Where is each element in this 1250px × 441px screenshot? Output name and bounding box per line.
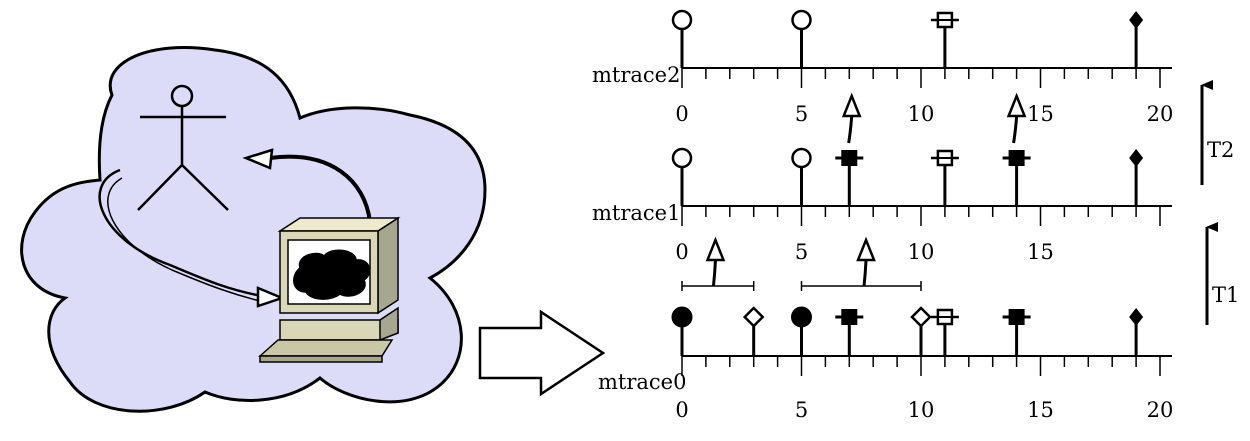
tick-label: 0 xyxy=(675,102,688,126)
stick-figure-icon xyxy=(137,84,229,211)
event-square-open-bar xyxy=(930,149,959,206)
tick-label: 5 xyxy=(795,102,808,126)
event-diamond-filled xyxy=(1129,308,1144,356)
event-diamond-open xyxy=(742,306,765,356)
transform-arrows xyxy=(705,92,1027,287)
t2-transform-arrow xyxy=(841,92,862,144)
event-circle-open xyxy=(791,147,812,206)
mtrace2-timeline: 0 5 10 15 20 mtrace2 xyxy=(592,9,1174,126)
computer-icon xyxy=(258,216,401,363)
tick-label: 15 xyxy=(1027,398,1054,422)
event-diamond-open xyxy=(910,306,932,356)
environment-cloud xyxy=(20,46,487,413)
event-square-open-bar xyxy=(930,308,959,356)
tick-label: 10 xyxy=(908,240,935,264)
selection-bracket xyxy=(681,281,755,291)
cloud-shape xyxy=(20,46,487,413)
event-diamond-filled xyxy=(1129,149,1144,206)
t2-label: T2 xyxy=(1207,138,1234,162)
event-square-open-bar xyxy=(930,11,959,68)
tick-label: 0 xyxy=(675,398,688,422)
interaction-arrows xyxy=(98,148,372,308)
mtrace0-timeline: 0 5 10 15 20 mtrace0 xyxy=(598,306,1174,422)
event-square-filled-bar xyxy=(1002,150,1031,206)
trace-label: mtrace2 xyxy=(592,63,680,87)
tick-label: 15 xyxy=(1027,240,1054,264)
tick-label: 20 xyxy=(1147,398,1174,422)
event-square-filled-bar xyxy=(835,309,864,356)
event-circle-filled xyxy=(791,306,812,356)
event-square-filled-bar xyxy=(1002,309,1031,356)
tick-label: 10 xyxy=(908,102,935,126)
tick-label: 15 xyxy=(1027,102,1054,126)
t1-selection-brackets xyxy=(681,281,922,291)
event-circle-open xyxy=(791,9,812,68)
selection-bracket xyxy=(800,281,922,291)
timeline-panel: 0 5 10 15 20 mtrace2 0 5 10 15 mtrace1 0 5 10 15 20 mtra… xyxy=(592,9,1174,422)
t1-transform-arrow xyxy=(856,236,876,287)
event-diamond-filled xyxy=(1129,11,1144,68)
t2-transform-arrow xyxy=(1006,92,1027,144)
mtrace1-timeline: 0 5 10 15 mtrace1 xyxy=(592,147,1172,264)
t1-label: T1 xyxy=(1212,283,1239,307)
tick-label: 10 xyxy=(908,398,935,422)
event-square-filled-bar xyxy=(835,150,864,206)
tick-label: 5 xyxy=(795,240,808,264)
trace-label: mtrace1 xyxy=(592,201,680,225)
event-circle-filled xyxy=(671,306,693,356)
t1-indicator: T1 xyxy=(1205,222,1239,325)
trace-label: mtrace0 xyxy=(598,370,686,394)
tick-label: 0 xyxy=(675,240,688,264)
t1-transform-arrow xyxy=(705,236,726,287)
tick-label: 20 xyxy=(1147,102,1174,126)
t2-indicator: T2 xyxy=(1200,80,1234,185)
transform-arrow-icon xyxy=(478,309,606,397)
event-circle-open xyxy=(671,147,693,206)
tick-label: 5 xyxy=(795,398,808,422)
event-circle-open xyxy=(671,9,693,68)
